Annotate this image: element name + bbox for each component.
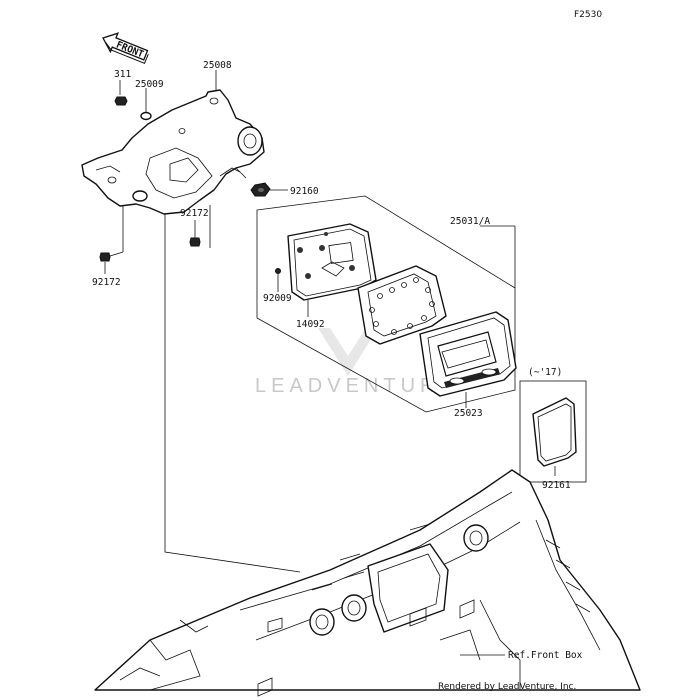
kit-variant-label: (~'17)	[528, 367, 562, 378]
callout-92161: 92161	[542, 480, 571, 491]
meter-assembly	[419, 311, 517, 397]
kit-box-25031	[256, 195, 516, 413]
front-arrow-icon: FRONT	[102, 32, 149, 65]
kit-box-92161	[519, 380, 587, 483]
ref-note: Ref.Front Box	[508, 650, 583, 661]
meter-bracket	[81, 89, 265, 215]
screw-92172-right	[189, 237, 201, 247]
callout-92172-right: 92172	[180, 208, 209, 219]
callout-92172-left: 92172	[92, 277, 121, 288]
bolt-311	[114, 96, 128, 106]
callout-25009: 25009	[135, 79, 164, 90]
screw-92172-left	[99, 252, 111, 262]
leadventure-logo-icon	[318, 328, 378, 376]
callout-92160: 92160	[290, 186, 319, 197]
nut-92160	[250, 182, 271, 197]
meter-back-cover	[287, 223, 377, 301]
watermark: LEADVENTURE	[255, 375, 458, 397]
callout-25031: 25031/A	[450, 216, 490, 227]
callout-25023: 25023	[454, 408, 483, 419]
callout-311: 311	[114, 69, 131, 80]
footer-credit: Rendered by LeadVenture, Inc.	[438, 682, 576, 692]
front-box-frame	[94, 469, 641, 697]
callout-92009: 92009	[263, 293, 292, 304]
washer-25009	[140, 111, 152, 121]
callout-25008: 25008	[203, 60, 232, 71]
callout-14092: 14092	[296, 319, 325, 330]
figure-code: F2530	[574, 10, 602, 20]
meter-inner-frame	[357, 265, 447, 345]
screw-92009	[275, 268, 281, 274]
